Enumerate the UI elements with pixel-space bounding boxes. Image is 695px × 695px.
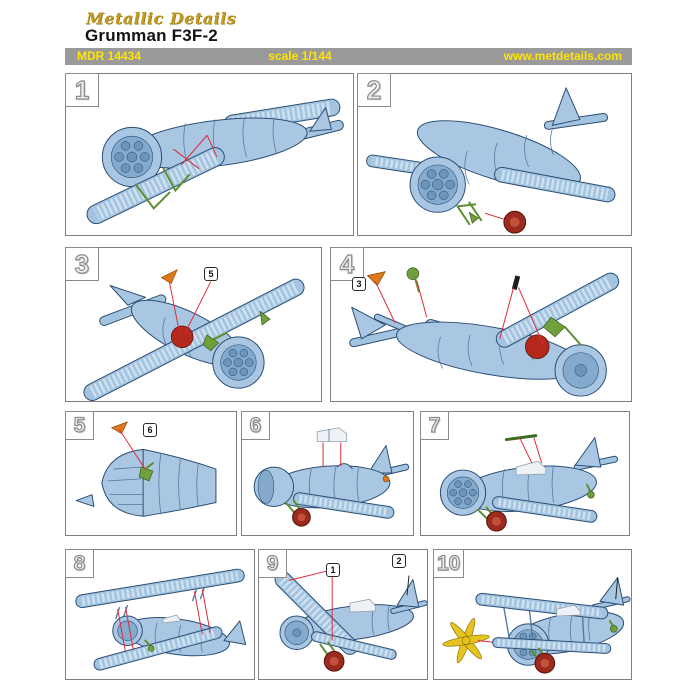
- step-number-badge: 3: [65, 247, 99, 281]
- step-number-badge: 5: [65, 411, 94, 440]
- part-callout-3: 3: [352, 277, 366, 291]
- step-panel-4: 4 3: [330, 247, 632, 402]
- step-9-figure: [274, 570, 427, 672]
- step-panel-5: 5 6: [65, 411, 237, 536]
- step-panel-2: 2: [357, 73, 632, 236]
- scale-label: scale 1/144: [268, 49, 332, 63]
- step-panel-7: 7: [420, 411, 630, 536]
- product-code: MDR 14434: [77, 49, 142, 63]
- step-3-figure: [83, 268, 305, 401]
- step-panel-3: 3 5: [65, 247, 322, 402]
- brand-logo: Metallic Details: [86, 9, 237, 28]
- step-number-badge: 9: [258, 549, 287, 578]
- step-number-badge: 4: [330, 247, 364, 281]
- step-number-badge: 1: [65, 73, 99, 107]
- step-2-figure: [366, 87, 616, 234]
- step-4-figure: [349, 267, 620, 397]
- part-callout-6: 6: [143, 423, 157, 437]
- step-panel-10: 10: [433, 549, 632, 680]
- step-1-figure: [86, 98, 344, 225]
- propeller: [442, 618, 490, 664]
- info-bar: MDR 14434 scale 1/144 www.metdetails.com: [65, 48, 632, 65]
- step-10-figure: [442, 577, 631, 674]
- step-number-badge: 10: [433, 549, 465, 578]
- step-number-badge: 8: [65, 549, 94, 578]
- step-panel-8: 8: [65, 549, 255, 680]
- step-5-figure: [75, 421, 217, 517]
- step-panel-6: 6: [241, 411, 414, 536]
- part-callout-2: 2: [392, 554, 406, 568]
- step-6-figure: [253, 427, 410, 527]
- step-number-badge: 7: [420, 411, 449, 440]
- step-number-badge: 2: [357, 73, 391, 107]
- step-panel-1: 1: [65, 73, 354, 236]
- step-8-figure: [75, 568, 247, 671]
- part-callout-5: 5: [204, 267, 218, 281]
- part-callout-1: 1: [326, 563, 340, 577]
- step-number-badge: 6: [241, 411, 270, 440]
- step-7-figure: [439, 434, 618, 532]
- website-text: www.metdetails.com: [503, 49, 622, 63]
- page-title: Grumman F3F-2: [85, 26, 218, 45]
- step-panel-9: 9 1 2: [258, 549, 428, 680]
